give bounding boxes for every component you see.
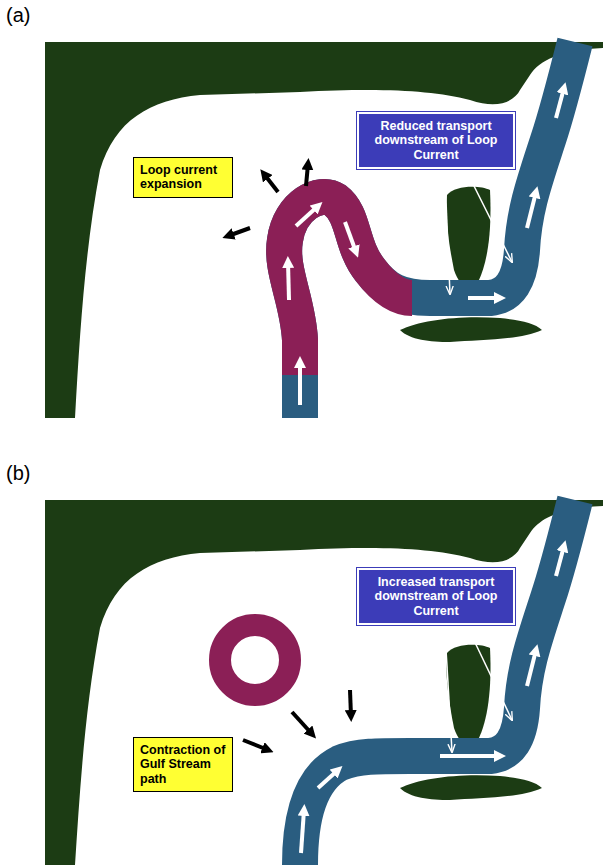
callout-box: Contraction of Gulf Stream path xyxy=(133,737,233,792)
panel-label: (a) xyxy=(6,4,30,27)
panel-a xyxy=(45,42,603,418)
callout-text: Reduced transport downstream of Loop Cur… xyxy=(365,119,507,162)
callout-text: Contraction of Gulf Stream path xyxy=(140,743,226,786)
callout-box: Loop current expansion xyxy=(133,157,233,198)
panel-label: (b) xyxy=(6,462,30,485)
callout-box: Increased transport downstream of Loop C… xyxy=(357,568,515,625)
panel-b xyxy=(45,500,603,865)
callout-text: Increased transport downstream of Loop C… xyxy=(365,575,507,618)
callout-box: Reduced transport downstream of Loop Cur… xyxy=(357,112,515,169)
callout-text: Loop current expansion xyxy=(140,163,226,192)
